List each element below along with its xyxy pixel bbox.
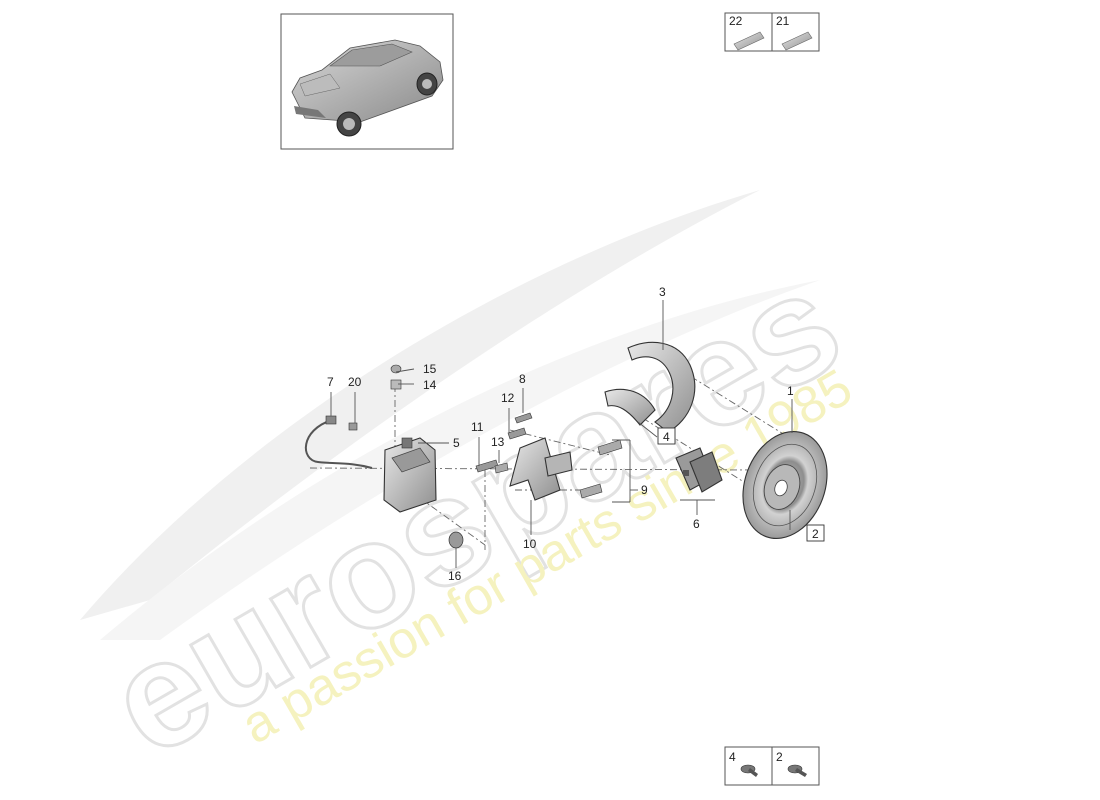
sensor-clip (348, 422, 358, 431)
grease-tube-icon (781, 31, 813, 51)
callout-3: 3 (659, 285, 666, 299)
brake-disc (742, 430, 828, 540)
vehicle-thumbnail (280, 13, 454, 150)
callout-labels: 1 2 3 4 5 6 7 8 9 10 11 12 13 14 15 16 2… (327, 285, 819, 583)
watermark-swoosh (80, 190, 760, 620)
bleeder-cap (390, 364, 402, 374)
callout-15: 15 (423, 362, 437, 376)
callout-7: 7 (327, 375, 334, 389)
callout-10: 10 (523, 537, 537, 551)
callout-8: 8 (519, 372, 526, 386)
bleeder-valve (390, 379, 402, 390)
torx-screw-icon (740, 764, 758, 777)
callout-20: 20 (348, 375, 362, 389)
callout-1: 1 (787, 384, 794, 398)
brake-pads (675, 447, 723, 493)
guide-bushing (448, 531, 464, 549)
torx-screw-icon (787, 764, 807, 777)
callout-11: 11 (471, 420, 484, 434)
callout-6: 6 (693, 517, 700, 531)
callout-4: 4 (663, 430, 670, 444)
kit-box-bottom: 4 2 (724, 746, 820, 786)
callout-5: 5 (453, 436, 460, 450)
kit-number: 2 (776, 750, 783, 764)
kit-number: 21 (776, 14, 790, 28)
callout-box (806, 524, 825, 542)
guide-pin (494, 462, 509, 474)
grease-tube-icon (733, 31, 765, 51)
kit-box-top: 22 21 (724, 12, 820, 52)
callout-13: 13 (491, 435, 505, 449)
pad-spring (597, 439, 623, 456)
carrier-bolt (514, 412, 533, 424)
caliper-carrier (509, 437, 573, 501)
pad-spring (579, 483, 603, 499)
guide-bolt-upper (507, 427, 527, 440)
callout-9: 9 (641, 483, 648, 497)
brake-shield (604, 341, 696, 433)
kit-number: 4 (729, 750, 736, 764)
leader-lines (330, 300, 793, 568)
callout-14: 14 (423, 378, 437, 392)
callout-12: 12 (501, 391, 515, 405)
kit-number: 22 (729, 14, 743, 28)
callout-16: 16 (448, 569, 462, 583)
callout-box (657, 427, 676, 445)
brake-caliper (383, 437, 437, 513)
suv-car-icon (291, 39, 444, 137)
watermark-swoosh (100, 280, 820, 640)
callout-2: 2 (812, 527, 819, 541)
